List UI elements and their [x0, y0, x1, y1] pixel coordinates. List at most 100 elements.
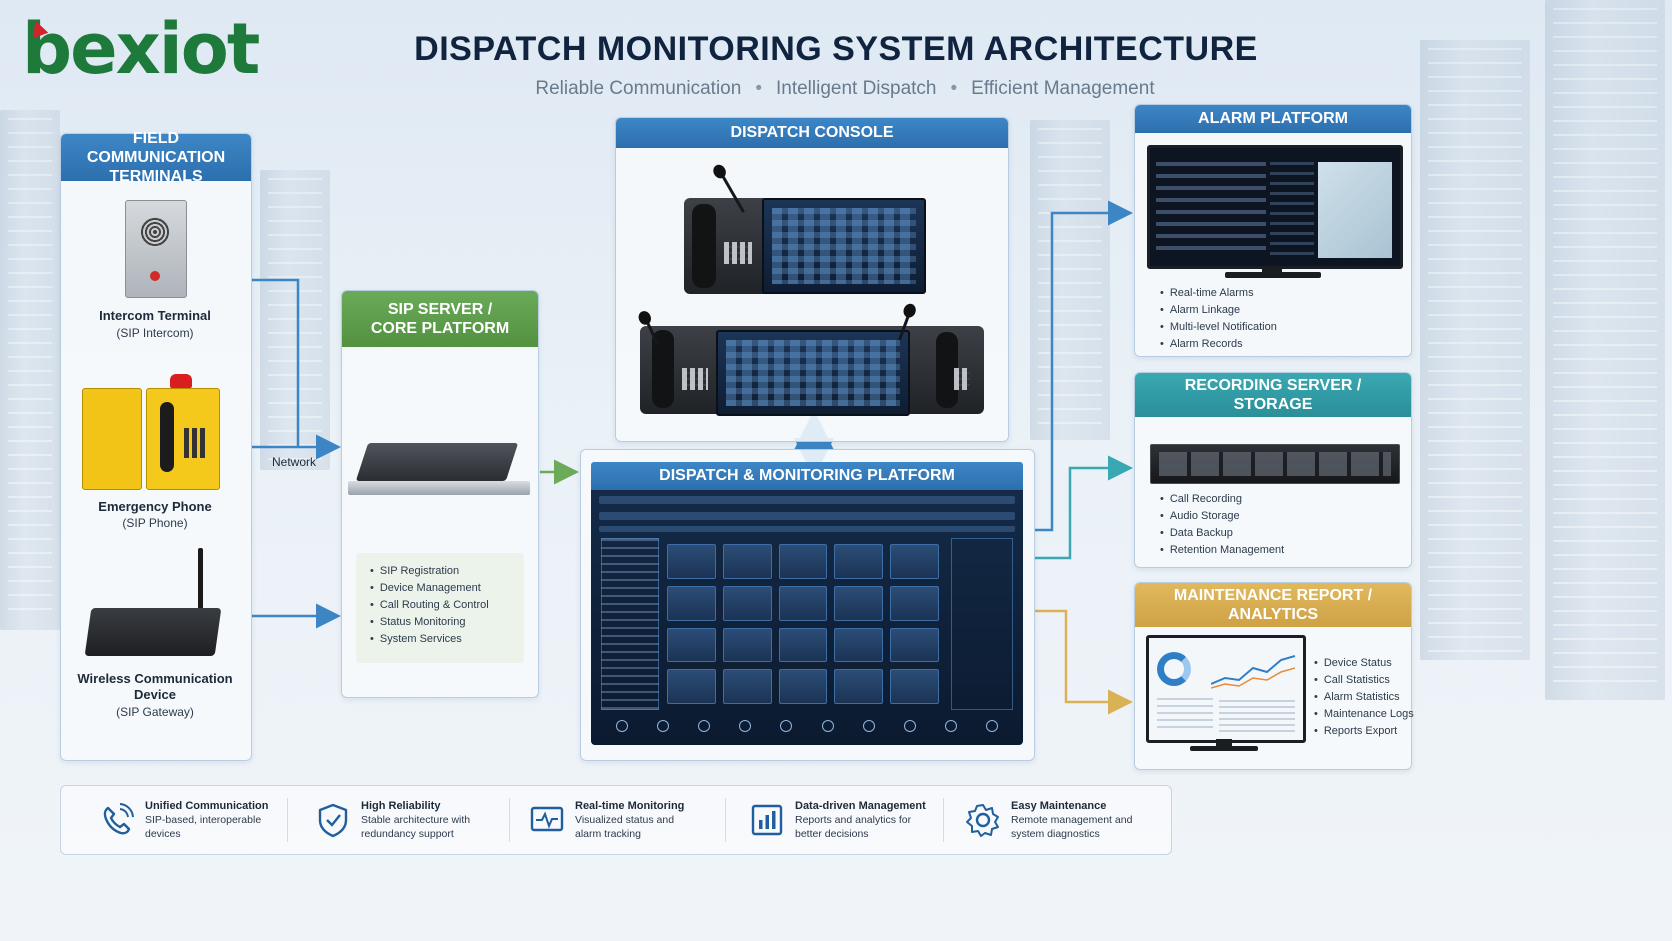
alarm-monitor [1147, 145, 1403, 269]
emergency-phone-image [82, 374, 220, 490]
feature-item: Data Backup [1160, 525, 1284, 542]
benefit-line: Visualized status and [575, 814, 675, 826]
alarm-platform-header: ALARM PLATFORM [1135, 105, 1411, 133]
console-screen [716, 330, 910, 416]
feature-item: Alarm Records [1160, 336, 1277, 353]
feature-item: Multi-level Notification [1160, 319, 1277, 336]
benefit-line: Remote management and [1011, 814, 1133, 826]
wireless-device-image [84, 608, 222, 656]
feature-item: Retention Management [1160, 542, 1284, 559]
handset-icon [652, 330, 674, 408]
recording-server-header: RECORDING SERVER / STORAGE [1135, 373, 1411, 417]
benefit-title: Easy Maintenance [1011, 800, 1107, 812]
feature-item: Device Management [370, 580, 524, 597]
feature-item: Reports Export [1314, 723, 1414, 740]
monitoring-platform-screen [591, 490, 1023, 745]
line-chart-icon [1211, 655, 1295, 689]
call-button-icon [150, 271, 160, 281]
speaker-icon [140, 217, 170, 247]
subtitle-part: Reliable Communication [535, 78, 742, 99]
analytics-monitor [1146, 635, 1306, 743]
keypad-icon [682, 368, 708, 390]
bullet-separator-icon: • [755, 78, 762, 99]
maintenance-features: Device Status Call Statistics Alarm Stat… [1314, 655, 1414, 740]
device-type: (SIP Phone) [122, 516, 188, 530]
feature-item: Maintenance Logs [1314, 706, 1414, 723]
subtitle-part: Efficient Management [971, 78, 1155, 99]
device-name: Emergency Phone [98, 499, 212, 514]
feature-item: Real-time Alarms [1160, 285, 1277, 302]
donut-chart-icon [1157, 652, 1191, 686]
device-name: Intercom Terminal [99, 308, 211, 323]
handset-icon [936, 332, 958, 408]
pulse-monitor-icon [530, 806, 564, 832]
monitor-base [1190, 746, 1258, 751]
recording-features: Call Recording Audio Storage Data Backup… [1160, 491, 1284, 559]
monitor-stand [1216, 739, 1232, 747]
phone-icon [103, 803, 134, 835]
feature-item: System Services [370, 631, 524, 648]
recording-server-image [1150, 444, 1400, 484]
benefit-line: Reports and analytics for [795, 814, 912, 826]
shield-check-icon [318, 803, 348, 838]
map-view [1318, 162, 1392, 258]
gear-icon [966, 804, 999, 837]
feature-item: Audio Storage [1160, 508, 1284, 525]
subtitle-part: Intelligent Dispatch [775, 78, 937, 99]
feature-item: Alarm Linkage [1160, 302, 1277, 319]
field-terminals-header: FIELD COMMUNICATION TERMINALS [61, 130, 251, 185]
network-label: Network [272, 455, 317, 469]
device-type: (SIP Gateway) [116, 705, 194, 719]
bar-chart-icon [751, 804, 783, 836]
benefit-title: Unified Communication [145, 800, 269, 812]
benefit-line: redundancy support [361, 828, 454, 840]
handset-icon [160, 402, 174, 472]
benefit-line: alarm tracking [575, 828, 641, 840]
alarm-features: Real-time Alarms Alarm Linkage Multi-lev… [1160, 285, 1277, 353]
intercom-terminal-image [125, 200, 187, 298]
sip-server-image [348, 443, 530, 497]
monitoring-platform-header: DISPATCH & MONITORING PLATFORM [591, 462, 1023, 490]
beacon-light-icon [170, 374, 192, 388]
feature-item: Alarm Statistics [1314, 689, 1414, 706]
device-name: Wireless Communication Device [77, 671, 233, 702]
device-type: (SIP Intercom) [116, 326, 194, 340]
benefit-line: Stable architecture with [361, 814, 471, 826]
monitor-base [1225, 272, 1321, 278]
keypad-icon [184, 428, 208, 458]
keypad-icon [954, 368, 970, 390]
feature-item: Call Routing & Control [370, 597, 524, 614]
benefit-title: Real-time Monitoring [575, 800, 685, 812]
dispatch-console-header: DISPATCH CONSOLE [616, 118, 1008, 148]
maintenance-header: MAINTENANCE REPORT / ANALYTICS [1135, 583, 1411, 627]
brand-logo: bexiot [22, 14, 260, 84]
monitor-stand [1262, 266, 1282, 274]
feature-item: Call Statistics [1314, 672, 1414, 689]
feature-item: SIP Registration [370, 563, 524, 580]
keypad-icon [724, 242, 752, 264]
bullet-separator-icon: • [950, 78, 958, 99]
benefit-title: High Reliability [361, 800, 441, 812]
sip-features-box: SIP Registration Device Management Call … [356, 553, 524, 663]
benefit-line: system diagnostics [1011, 828, 1100, 840]
feature-item: Device Status [1314, 655, 1414, 672]
page-title: DISPATCH MONITORING SYSTEM ARCHITECTURE [414, 30, 1258, 68]
benefit-line: better decisions [795, 828, 869, 840]
sip-server-header: SIP SERVER / CORE PLATFORM [342, 291, 538, 347]
logo-text: bexiot [22, 8, 260, 90]
benefit-title: Data-driven Management [795, 800, 926, 812]
antenna-icon [198, 548, 203, 612]
page-subtitle: Reliable Communication • Intelligent Dispa… [0, 78, 1672, 100]
benefit-line: SIP-based, interoperable [145, 814, 262, 826]
feature-item: Status Monitoring [370, 614, 524, 631]
feature-item: Call Recording [1160, 491, 1284, 508]
handset-icon [692, 204, 716, 288]
